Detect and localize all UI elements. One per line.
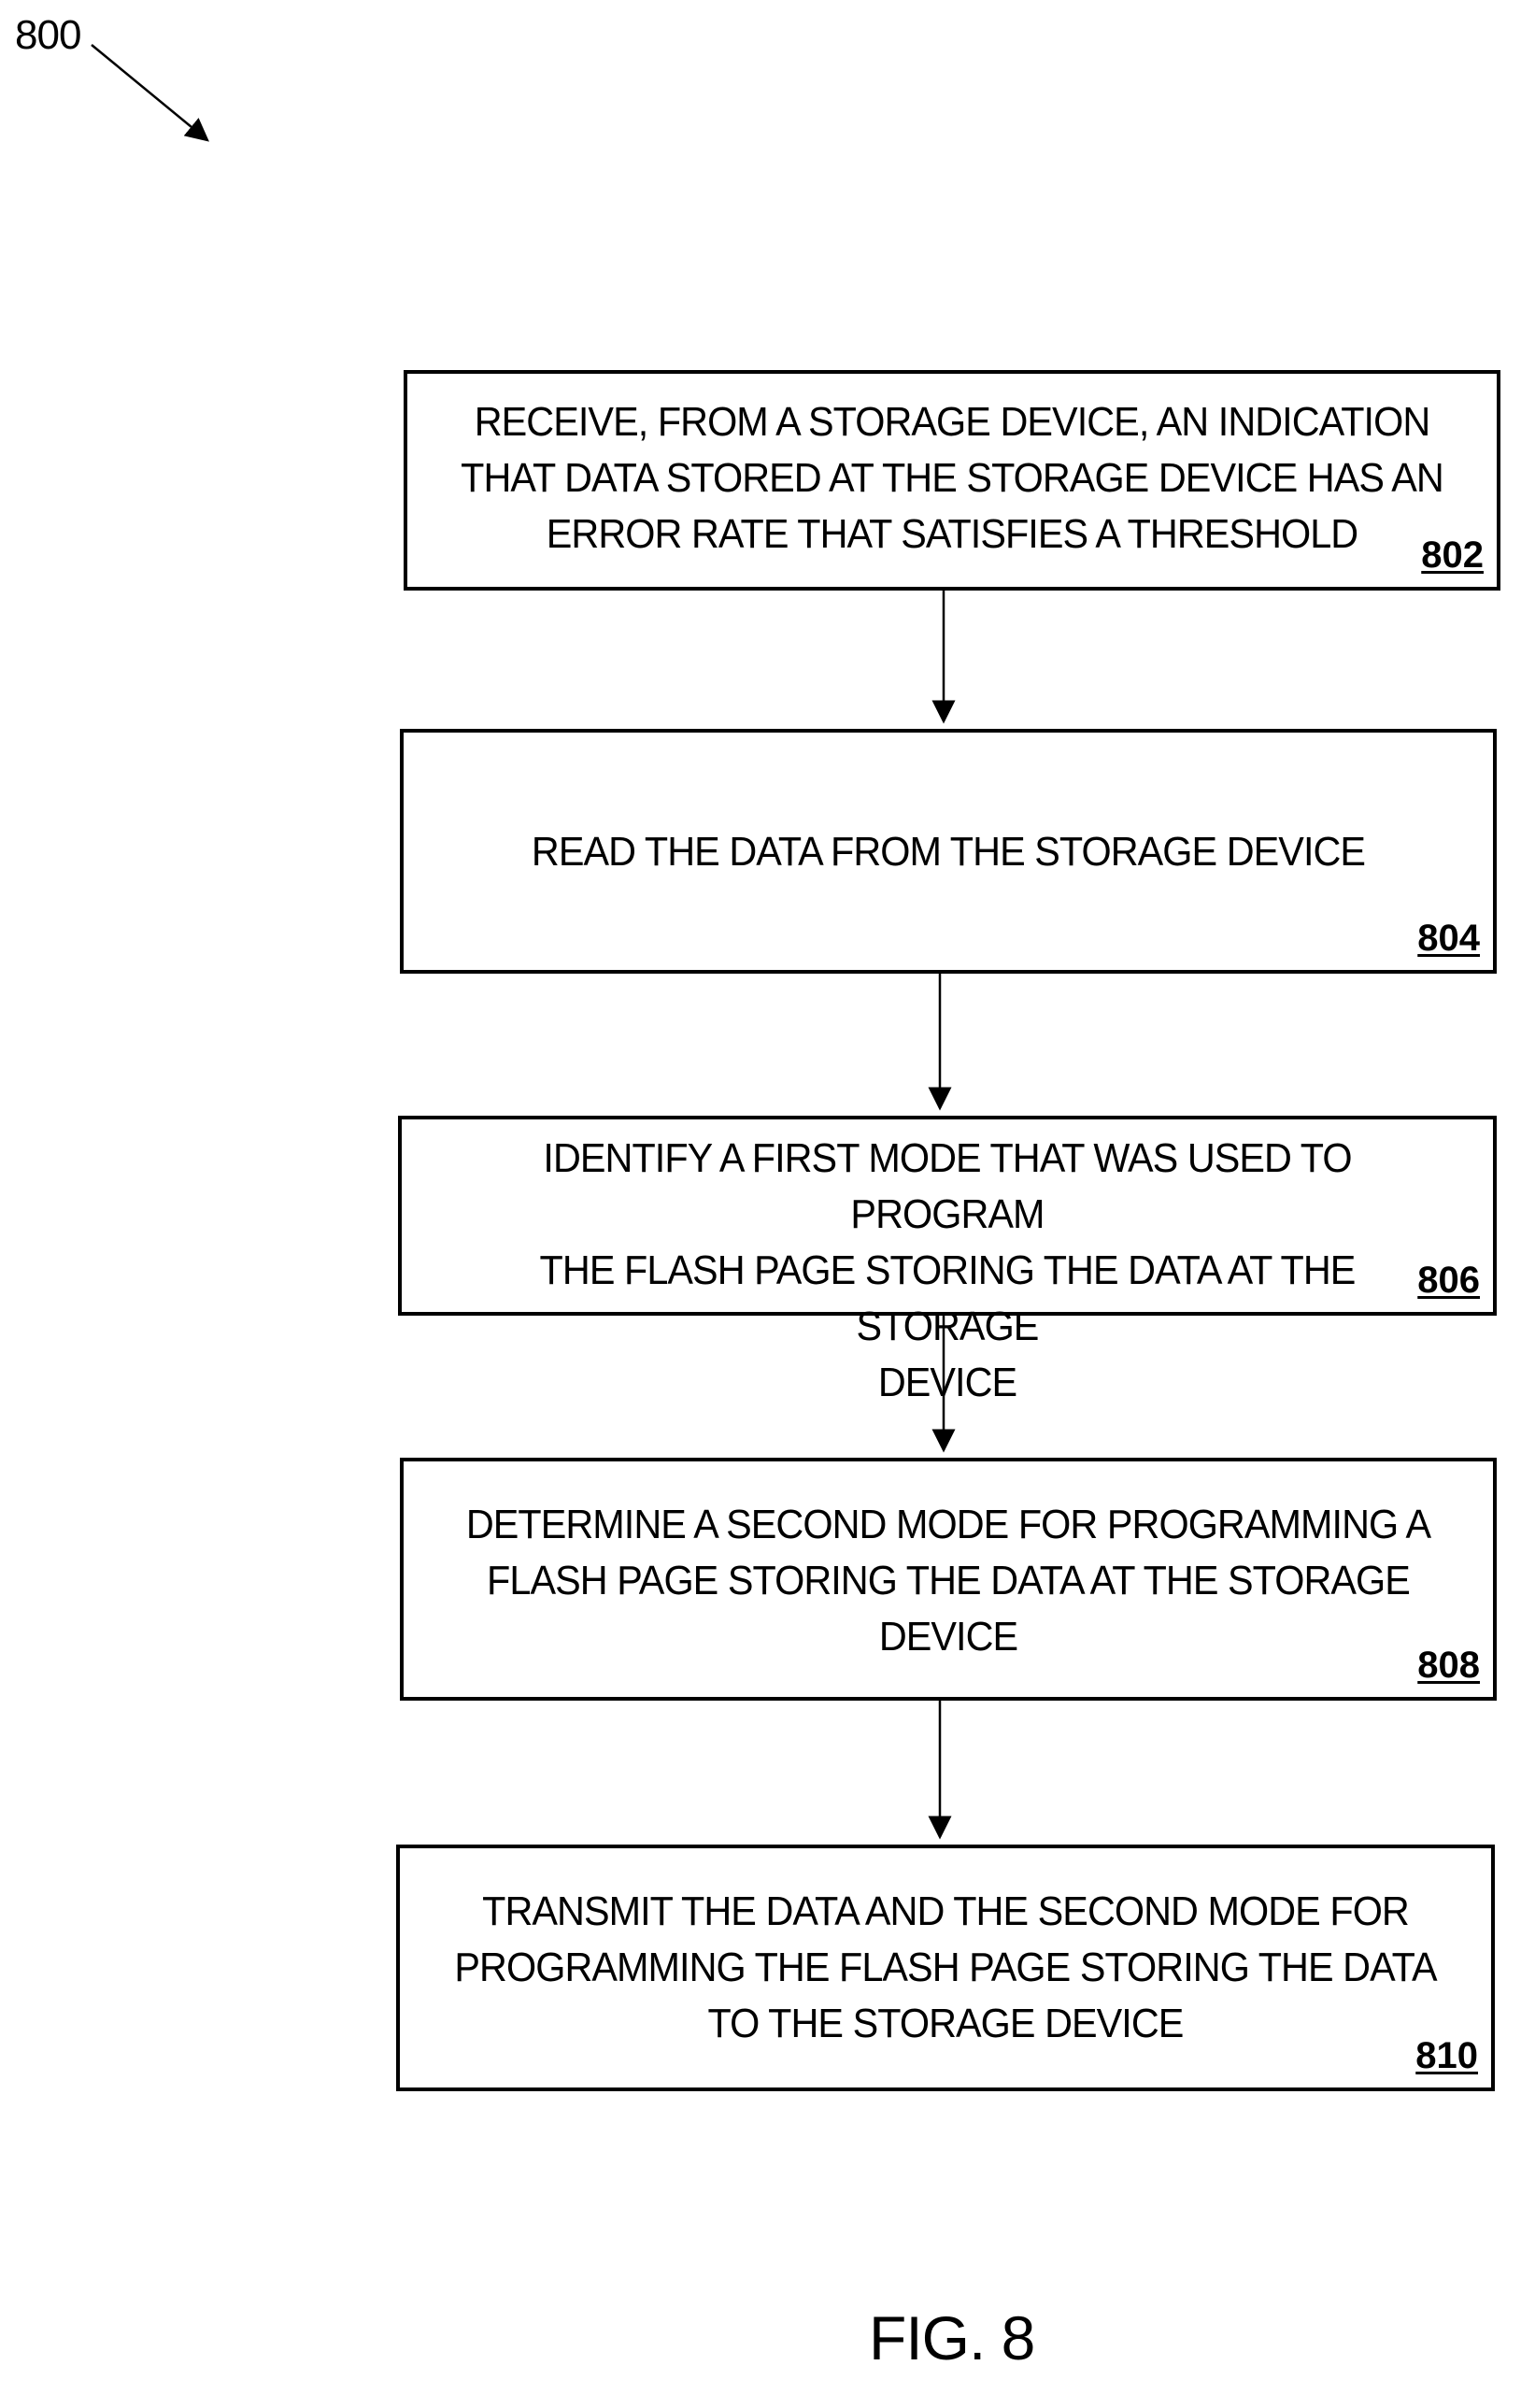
- step-ref-802: 802: [1421, 534, 1484, 576]
- step-box-808: DETERMINE A SECOND MODE FOR PROGRAMMING …: [400, 1458, 1497, 1701]
- step-text-810: TRANSMIT THE DATA AND THE SECOND MODE FO…: [443, 1884, 1447, 2052]
- step-text-804: READ THE DATA FROM THE STORAGE DEVICE: [447, 824, 1449, 880]
- step-text-802: RECEIVE, FROM A STORAGE DEVICE, AN INDIC…: [450, 394, 1453, 563]
- step-ref-806: 806: [1417, 1260, 1480, 1301]
- step-ref-804: 804: [1417, 918, 1480, 959]
- step-box-806: IDENTIFY A FIRST MODE THAT WAS USED TO P…: [398, 1116, 1497, 1316]
- step-ref-810: 810: [1415, 2035, 1478, 2076]
- figure-number: 800: [15, 13, 80, 58]
- step-text-806: IDENTIFY A FIRST MODE THAT WAS USED TO P…: [445, 1131, 1449, 1411]
- figure-caption: FIG. 8: [869, 2301, 1112, 2375]
- step-box-802: RECEIVE, FROM A STORAGE DEVICE, AN INDIC…: [404, 370, 1500, 591]
- figure-number-leader-arrow: [92, 45, 207, 140]
- step-box-810: TRANSMIT THE DATA AND THE SECOND MODE FO…: [396, 1845, 1495, 2091]
- step-text-808: DETERMINE A SECOND MODE FOR PROGRAMMING …: [447, 1497, 1449, 1665]
- step-box-804: READ THE DATA FROM THE STORAGE DEVICE 80…: [400, 729, 1497, 974]
- step-ref-808: 808: [1417, 1645, 1480, 1686]
